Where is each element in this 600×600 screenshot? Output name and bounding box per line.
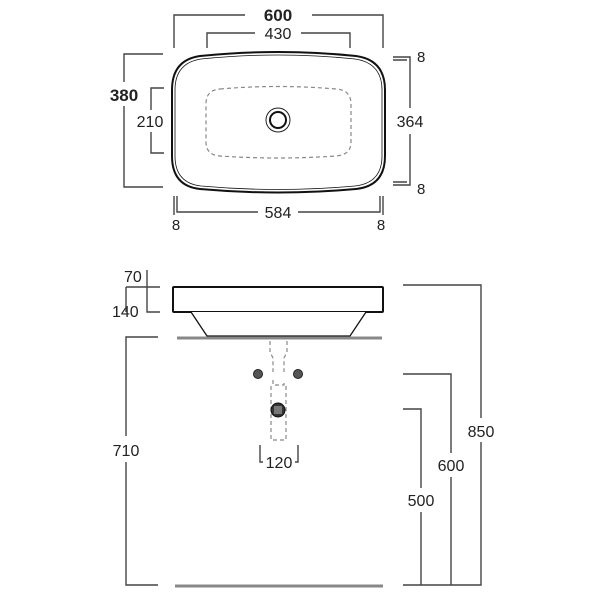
dim-rim-left: 8 <box>172 217 180 234</box>
basin-body <box>190 311 367 337</box>
basin-side <box>172 286 384 313</box>
waste-outlet-inner <box>274 406 282 414</box>
valve-right-icon <box>293 369 303 379</box>
dim-waste-height: 500 <box>408 493 435 510</box>
dim-overall-height: 850 <box>468 424 495 441</box>
dim-supply-height: 600 <box>438 458 465 475</box>
dim-inner-width: 584 <box>265 205 292 222</box>
dim-total-height: 140 <box>112 304 139 321</box>
side-view: 120 70 140 710 850 600 500 <box>112 269 495 588</box>
dim-rim-right: 8 <box>377 217 385 234</box>
waste-pipe <box>269 341 288 441</box>
top-view: 600 430 380 210 364 8 8 584 8 8 <box>110 6 426 234</box>
dim-rim-bottom: 8 <box>417 181 425 198</box>
dim-rim-top: 8 <box>417 49 425 66</box>
basin-inner-rim <box>174 54 383 190</box>
bowl-outline <box>205 85 352 159</box>
drain-icon <box>269 111 287 129</box>
valve-left-icon <box>253 369 263 379</box>
dim-counter-height: 710 <box>113 443 140 460</box>
dim-inner-depth: 364 <box>397 114 424 131</box>
dim-bowl-width: 430 <box>265 26 292 43</box>
dim-rim-height: 70 <box>124 269 142 286</box>
dim-pipe-spacing: 120 <box>266 455 293 472</box>
dim-overall-width: 600 <box>264 6 292 25</box>
dim-bowl-depth: 210 <box>137 114 164 131</box>
dim-overall-depth: 380 <box>110 86 138 105</box>
